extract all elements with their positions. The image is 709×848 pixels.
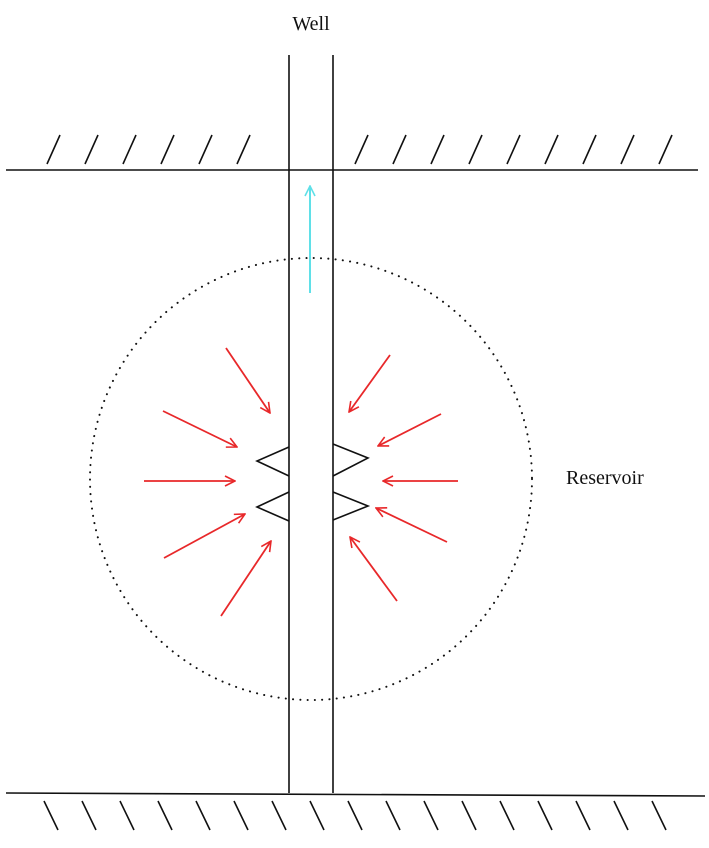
- reservoir-boundary: [89, 257, 533, 701]
- inflow-arrow-left-4: [163, 514, 245, 559]
- reservoir-label: Reservoir: [566, 467, 644, 489]
- well-label: Well: [292, 13, 330, 35]
- inflow-arrow-right-1: [349, 354, 391, 412]
- perforation-left-lower: [255, 491, 290, 522]
- inflow-arrow-left-5: [220, 541, 271, 617]
- bottom-hatched-boundary: [5, 792, 706, 831]
- perforations: [255, 443, 371, 522]
- inflow-arrows: [144, 347, 458, 617]
- perforation-right-lower: [332, 491, 371, 521]
- inflow-arrow-right-2: [378, 413, 442, 446]
- top-hatched-boundary: [6, 134, 698, 171]
- wellbore: [288, 55, 334, 793]
- inflow-arrow-left-2: [162, 410, 237, 447]
- inflow-arrow-right-5: [350, 537, 398, 602]
- perforation-left-upper: [255, 446, 290, 477]
- perforation-right-upper: [332, 443, 370, 477]
- inflow-arrow-right-4: [376, 508, 448, 543]
- inflow-arrow-left-1: [225, 347, 270, 413]
